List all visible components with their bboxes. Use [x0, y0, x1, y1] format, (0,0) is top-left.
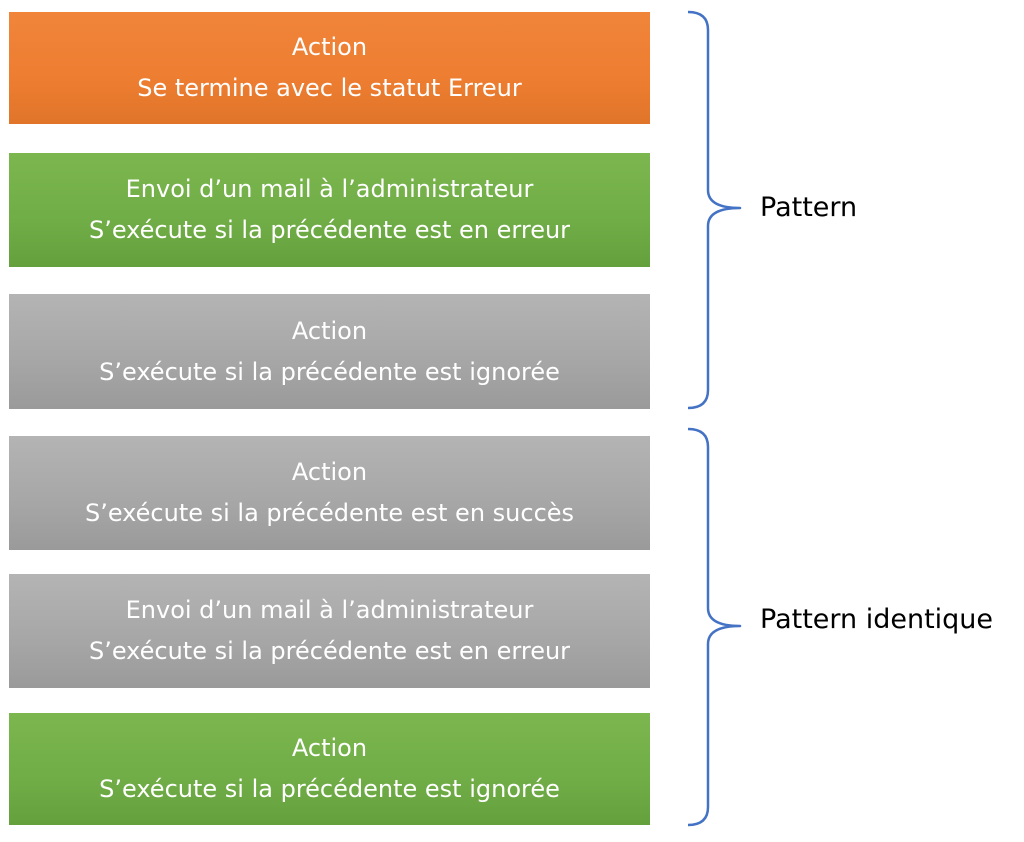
step-title: Envoi d’un mail à l’administrateur [125, 175, 534, 203]
step-title: Envoi d’un mail à l’administrateur [125, 596, 534, 624]
step-description: S’exécute si la précédente est ignorée [99, 775, 560, 803]
step-box-6: Action S’exécute si la précédente est ig… [9, 713, 650, 825]
step-box-3: Action S’exécute si la précédente est ig… [9, 294, 650, 409]
step-description: S’exécute si la précédente est en succès [84, 499, 575, 527]
step-description: S’exécute si la précédente est en erreur [88, 216, 571, 244]
step-box-5: Envoi d’un mail à l’administrateur S’exé… [9, 574, 650, 688]
step-description: S’exécute si la précédente est en erreur [88, 637, 571, 665]
step-box-4: Action S’exécute si la précédente est en… [9, 436, 650, 550]
pattern-brace [687, 10, 742, 410]
pattern-identique-label: Pattern identique [760, 604, 994, 635]
step-description: S’exécute si la précédente est ignorée [99, 357, 560, 386]
step-title: Action [291, 316, 368, 345]
step-title: Action [291, 458, 368, 486]
step-box-2: Envoi d’un mail à l’administrateur S’exé… [9, 153, 650, 267]
pattern-label: Pattern [760, 192, 858, 223]
pattern-identique-brace [687, 427, 742, 827]
step-title: Action [291, 33, 368, 61]
step-box-1: Action Se termine avec le statut Erreur [9, 12, 650, 124]
step-description: Se termine avec le statut Erreur [137, 74, 522, 102]
step-title: Action [291, 734, 368, 762]
